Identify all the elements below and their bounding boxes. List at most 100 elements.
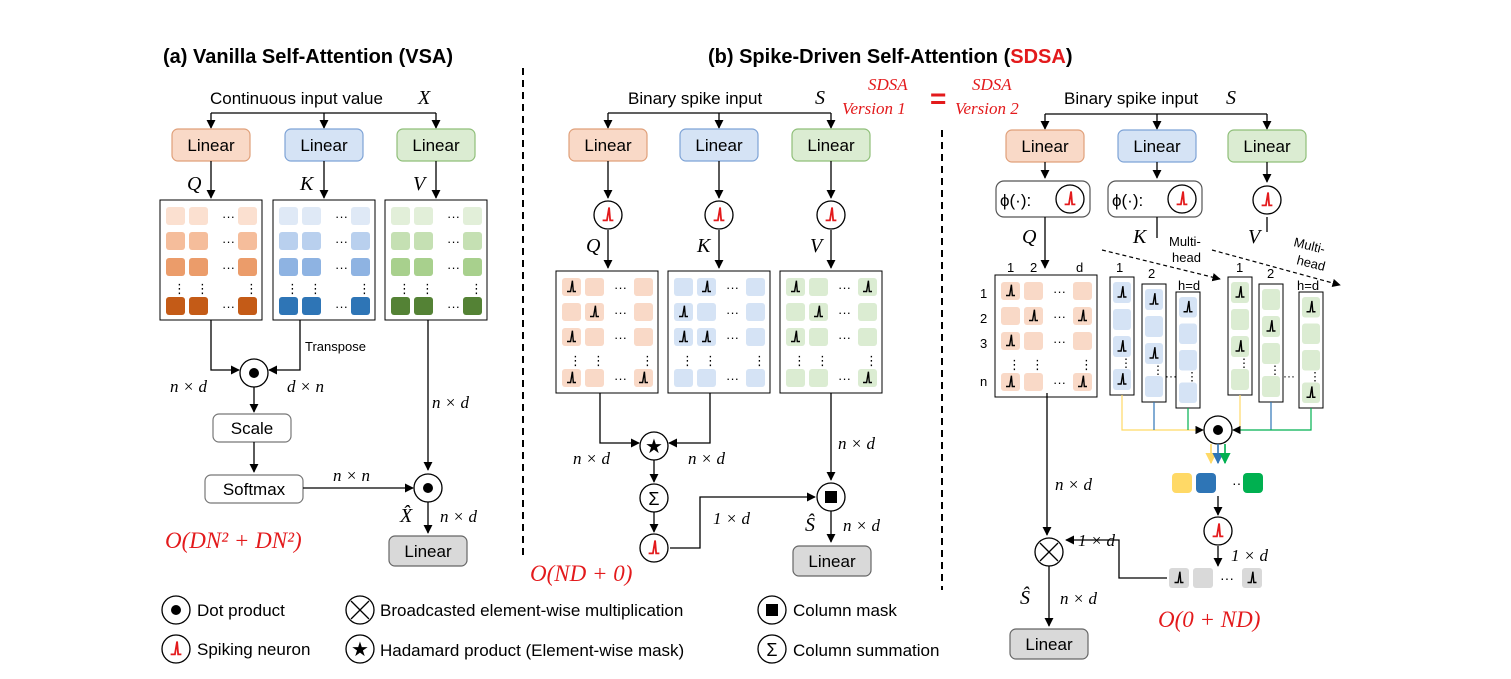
legend-column-mask-icon	[757, 595, 787, 625]
svg-text:Linear: Linear	[412, 136, 460, 155]
sdsa-v2-label-b: Version 2	[955, 99, 1019, 118]
spike-mark	[1235, 286, 1245, 298]
svg-text:Linear: Linear	[584, 136, 632, 155]
sdsa-v2-input-label: Binary spike input	[1064, 89, 1198, 108]
svg-text:Linear: Linear	[695, 136, 743, 155]
sdsa-v1-label-a: SDSA	[868, 75, 908, 94]
matrix-cell	[746, 328, 765, 346]
v2-output-var: Ŝ	[1020, 585, 1030, 609]
v2-q-var: Q	[1022, 226, 1037, 248]
matrix-cell	[746, 278, 765, 296]
spike-mark	[679, 330, 688, 343]
v-dots: ⋮	[398, 281, 411, 296]
col-label: 2	[1030, 260, 1037, 275]
sdsa-v1-label-b: Version 1	[842, 99, 906, 118]
v-dots: ⋮	[641, 353, 654, 368]
spike-mark	[1006, 284, 1015, 297]
v-dots: ⋮	[173, 281, 186, 296]
vsa-input-var: X	[417, 87, 431, 109]
head-cell	[1179, 382, 1197, 403]
svg-text:Linear: Linear	[300, 136, 348, 155]
head-label: 2	[1267, 266, 1274, 281]
row-label: 2	[980, 311, 987, 326]
v-dots: ⋮	[1031, 357, 1044, 372]
spike-mark	[567, 330, 576, 343]
spike-mark	[1247, 571, 1257, 584]
spike-mark	[1149, 293, 1159, 305]
vsa-linear-k: Linear	[284, 128, 364, 162]
matrix-cell	[302, 258, 321, 276]
v2-head-output-row: ···	[1172, 473, 1263, 493]
legend-spiking-neuron: Spiking neuron	[197, 640, 310, 659]
matrix-cell	[391, 297, 410, 315]
h-dots: ···	[447, 299, 460, 314]
vsa-matrix-k: ············⋮⋮⋮	[272, 199, 376, 321]
spike-mark	[863, 280, 872, 293]
h-dots: ···	[614, 305, 627, 320]
h-dots: ···	[838, 305, 851, 320]
sdsa-v1-input-var: S	[815, 87, 825, 109]
head-cell	[1179, 323, 1197, 344]
matrix-cell	[585, 278, 604, 296]
h-dots: ···	[726, 280, 739, 295]
v-dots: ⋮	[681, 353, 694, 368]
head-cell	[1231, 369, 1249, 390]
matrix-cell	[463, 297, 482, 315]
matrix-cell	[279, 297, 298, 315]
legend-column-mask: Column mask	[793, 601, 897, 620]
v-dots: ⋮	[1186, 370, 1198, 384]
spike-mark	[702, 330, 711, 343]
col-label: d	[1076, 260, 1083, 275]
legend-hadamard-icon: ★	[345, 634, 375, 664]
spike-mark	[1006, 375, 1015, 388]
v1-out-nxd-label: n × d	[843, 516, 880, 535]
matrix-cell	[302, 297, 321, 315]
spike-mark	[1174, 571, 1184, 584]
matrix-cell	[463, 232, 482, 250]
legend: Dot product Spiking neuron Broadcasted e…	[161, 595, 939, 664]
matrix-cell	[279, 232, 298, 250]
matrix-cell	[279, 258, 298, 276]
v2-v-head-2: ⋮	[1258, 283, 1284, 403]
legend-broadcast: Broadcasted element-wise multiplication	[380, 601, 683, 620]
h-dots: ···	[614, 280, 627, 295]
svg-text:Linear: Linear	[807, 136, 855, 155]
vsa-output-var: X̂	[399, 504, 413, 527]
svg-text:Σ: Σ	[766, 640, 777, 660]
v2-v-var: V	[1248, 226, 1263, 248]
matrix-cell	[189, 297, 208, 315]
vsa-k-var: K	[299, 173, 315, 195]
matrix-cell	[238, 207, 257, 225]
spike-mark	[567, 371, 576, 384]
spike-mark	[1117, 286, 1127, 298]
head-cell	[1145, 376, 1163, 397]
v2-output-linear: Linear	[1009, 628, 1089, 660]
v1-k-var: K	[696, 235, 712, 257]
v2-k-head-2: ⋮	[1141, 283, 1167, 403]
multihead-k-a: Multi-	[1169, 234, 1201, 249]
column-summation: Σ	[639, 483, 669, 513]
vsa-input-label: Continuous input value	[210, 89, 383, 108]
h-dots: ···	[335, 234, 348, 249]
v-dots: ⋮	[245, 281, 258, 296]
matrix-cell	[1024, 373, 1043, 391]
v2-k-head-1: ⋮	[1109, 276, 1135, 396]
matrix-cell	[1001, 307, 1020, 325]
sdsa-v2-label-a: SDSA	[972, 75, 1012, 94]
hadamard-product: ★	[639, 431, 669, 461]
matrix-cell	[414, 232, 433, 250]
v1-neuron-v-icon	[816, 200, 846, 230]
v-dots: ⋮	[816, 353, 829, 368]
multihead-v-a: Multi-	[1292, 234, 1326, 256]
spike-mark	[1149, 347, 1159, 359]
matrix-cell	[302, 232, 321, 250]
svg-text:Linear: Linear	[1025, 635, 1073, 654]
matrix-cell	[414, 258, 433, 276]
v1-output-linear: Linear	[792, 545, 872, 577]
equals-sign: =	[930, 83, 946, 114]
head-cell	[1231, 309, 1249, 330]
h-dots: ···	[447, 234, 460, 249]
matrix-cell	[809, 328, 828, 346]
